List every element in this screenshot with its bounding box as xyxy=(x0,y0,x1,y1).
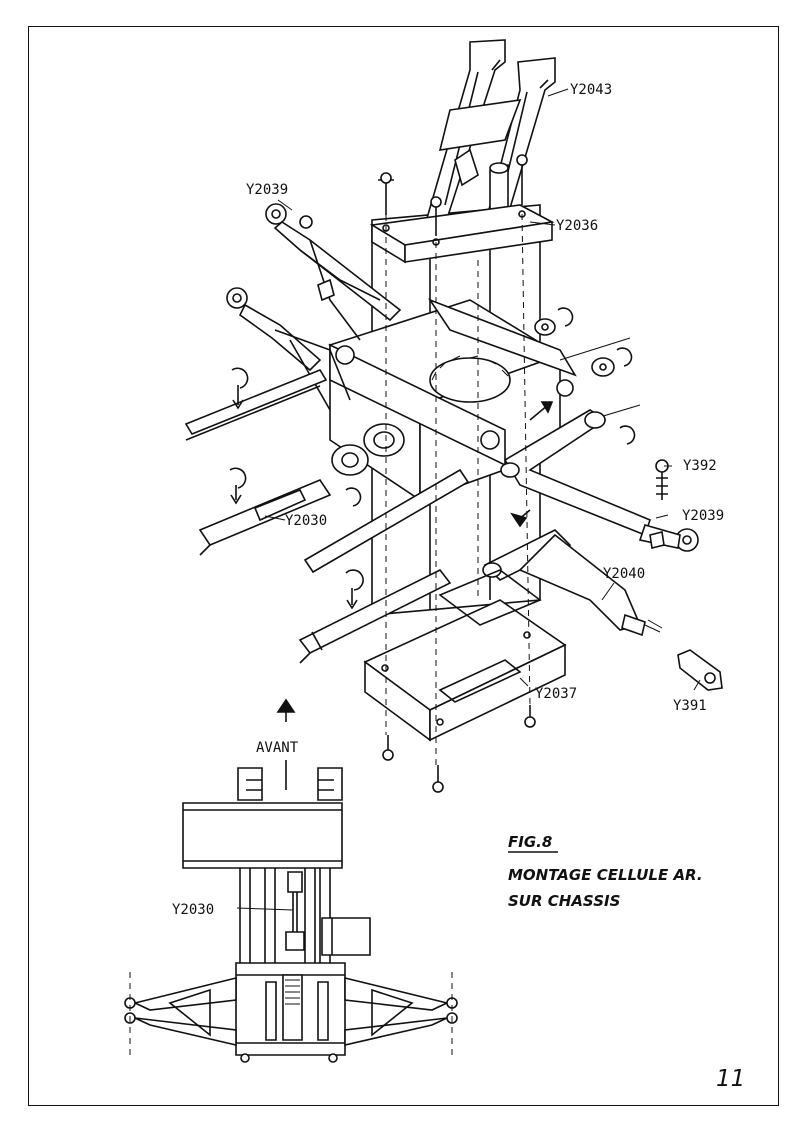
label-y2036: Y2036 xyxy=(556,218,598,234)
assembly-guide-lines xyxy=(385,213,531,770)
caption-line-1: MONTAGE CELLULE AR. xyxy=(508,866,703,884)
label-y2039-top: Y2039 xyxy=(246,182,288,198)
page-border xyxy=(28,26,779,1106)
bearing-hub xyxy=(331,423,405,476)
drive-shafts-left xyxy=(184,369,470,664)
label-y2030-main: Y2030 xyxy=(285,513,327,529)
label-y2037: Y2037 xyxy=(535,686,577,702)
e-clips-left xyxy=(229,367,364,610)
figure-caption: FIG.8 MONTAGE CELLULE AR. SUR CHASSIS xyxy=(508,833,703,910)
motion-arrows xyxy=(510,401,554,528)
top-view-drawing xyxy=(124,767,458,1063)
label-y2030-bottom: Y2030 xyxy=(172,902,214,918)
screw-set-bottom xyxy=(382,705,536,793)
wing-mount-part xyxy=(423,39,556,226)
label-y2043: Y2043 xyxy=(570,82,612,98)
top-plate-part xyxy=(369,204,555,264)
screw-y392 xyxy=(649,459,669,549)
lower-wishbone-right xyxy=(482,529,663,637)
page-number: 11 xyxy=(716,1066,745,1092)
leader-lines xyxy=(236,88,701,911)
figure-number: FIG.8 xyxy=(508,833,552,851)
label-y392: Y392 xyxy=(683,458,717,474)
label-y2039-right: Y2039 xyxy=(682,508,724,524)
bottom-plate-part xyxy=(363,569,567,742)
front-direction-indicator: AVANT xyxy=(256,698,299,790)
label-y2040: Y2040 xyxy=(603,566,645,582)
lower-wishbone-left xyxy=(226,287,351,411)
rod-end-part xyxy=(677,649,723,691)
screw-set-top xyxy=(378,154,528,236)
washers-right xyxy=(534,307,641,445)
caption-line-2: SUR CHASSIS xyxy=(508,892,620,910)
avant-label: AVANT xyxy=(256,740,299,756)
label-y391: Y391 xyxy=(673,698,707,714)
upper-wishbone-left xyxy=(265,203,402,341)
